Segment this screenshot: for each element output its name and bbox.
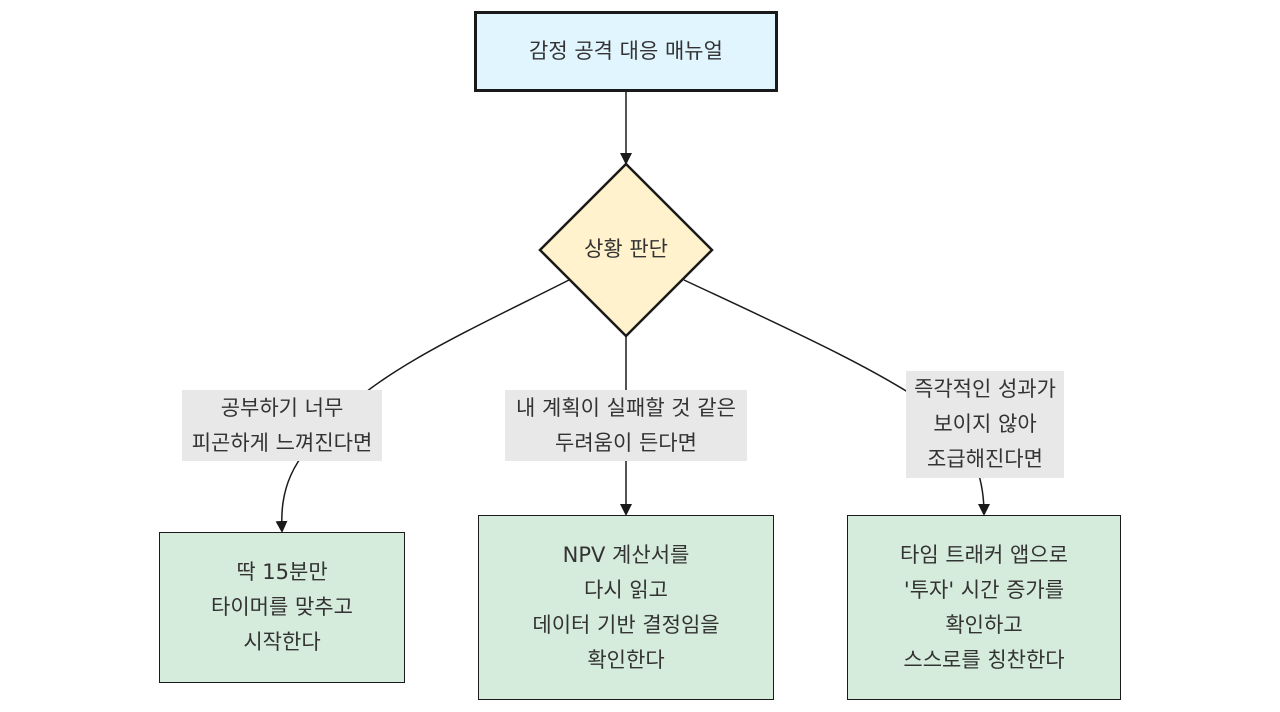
action-line: 확인한다 <box>587 647 665 672</box>
action-line: 딱 15분만 <box>236 560 328 584</box>
action-node-timer: 딱 15분만 타이머를 맞추고 시작한다 <box>159 532 405 683</box>
condition-line: 보이지 않아 <box>933 412 1037 436</box>
action-line: 스스로를 칭찬한다 <box>903 647 1065 672</box>
condition-line: 조급해진다면 <box>927 447 1043 471</box>
action-line: 다시 읽고 <box>584 577 668 602</box>
decision-diamond <box>538 162 714 338</box>
condition-line: 공부하기 너무 <box>220 395 344 420</box>
action-node-npv: NPV 계산서를 다시 읽고 데이터 기반 결정임을 확인한다 <box>478 515 774 700</box>
condition-line: 두려움이 든다면 <box>555 430 697 455</box>
action-line: 타임 트래커 앱으로 <box>900 542 1068 567</box>
action-line: 데이터 기반 결정임을 <box>532 612 720 637</box>
condition-label-impatience: 즉각적인 성과가 보이지 않아 조급해진다면 <box>906 371 1064 478</box>
condition-line: 내 계획이 실패할 것 같은 <box>516 395 736 420</box>
start-node-label: 감정 공격 대응 매뉴얼 <box>529 39 723 63</box>
action-line: 타이머를 맞추고 <box>211 595 353 619</box>
action-line: 시작한다 <box>243 630 321 654</box>
start-node: 감정 공격 대응 매뉴얼 <box>474 11 778 92</box>
condition-line: 즉각적인 성과가 <box>914 377 1056 401</box>
action-line: 확인하고 <box>945 612 1023 637</box>
action-node-time-tracker: 타임 트래커 앱으로 '투자' 시간 증가를 확인하고 스스로를 칭찬한다 <box>847 515 1121 700</box>
action-line: NPV 계산서를 <box>562 542 690 567</box>
decision-node-label: 상황 판단 <box>584 237 668 261</box>
action-line: '투자' 시간 증가를 <box>903 577 1065 602</box>
condition-label-fear: 내 계획이 실패할 것 같은 두려움이 든다면 <box>505 390 747 461</box>
condition-label-tired: 공부하기 너무 피곤하게 느껴진다면 <box>182 390 382 461</box>
condition-line: 피곤하게 느껴진다면 <box>191 430 373 455</box>
